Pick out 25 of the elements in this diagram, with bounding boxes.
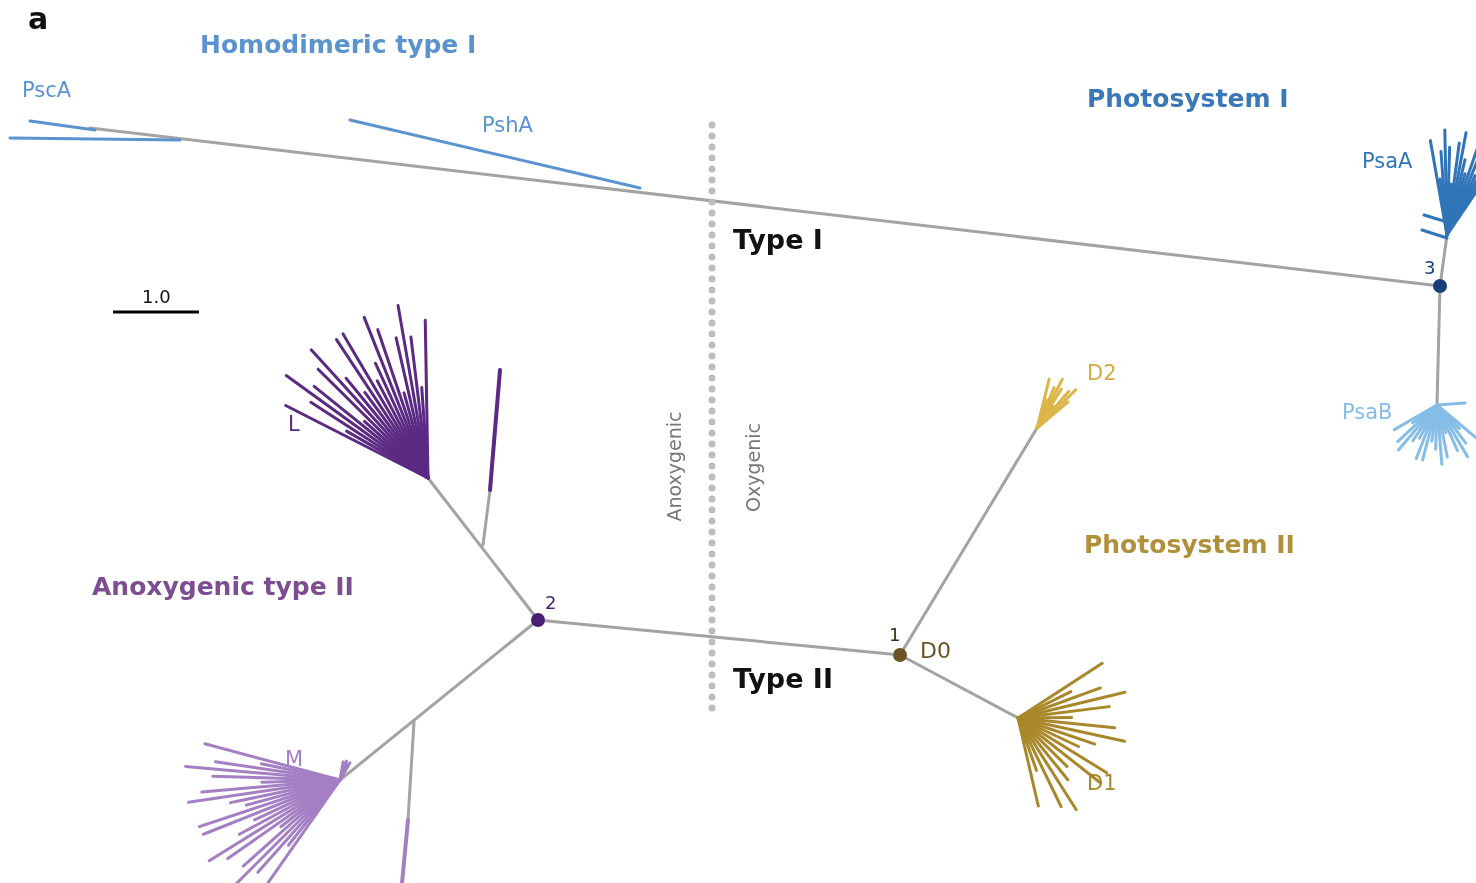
rotated-label: Anoxygenic [664, 410, 684, 522]
node-number: 2 [545, 594, 557, 612]
group-title: Homodimeric type I [200, 32, 477, 57]
clade-label: PsaB [1342, 402, 1393, 423]
type-label: Type I [733, 226, 823, 253]
clade-label: PshA [482, 115, 533, 136]
node-label: D0 [920, 640, 951, 662]
clade-label: PscA [22, 80, 72, 101]
group-title: Anoxygenic type II [92, 574, 354, 599]
tree-node-dot [893, 648, 907, 662]
node-number: 1 [889, 626, 901, 644]
clade-label: L [288, 414, 300, 435]
clade-label: D2 [1087, 363, 1117, 384]
clade-label: M [285, 749, 304, 770]
node-number: 3 [1424, 259, 1436, 277]
tree-node-dot [531, 613, 545, 627]
clade-label: PsaA [1362, 151, 1413, 172]
rotated-label: Oxygenic [743, 422, 763, 512]
tree-node-dot [1433, 279, 1447, 293]
group-title: Photosystem II [1084, 532, 1295, 557]
tree-branch [544, 619, 894, 656]
group-title: Photosystem I [1087, 86, 1289, 111]
panel-letter: a [28, 4, 49, 34]
type-label: Type II [733, 665, 833, 692]
scale-value: 1.0 [142, 288, 171, 306]
